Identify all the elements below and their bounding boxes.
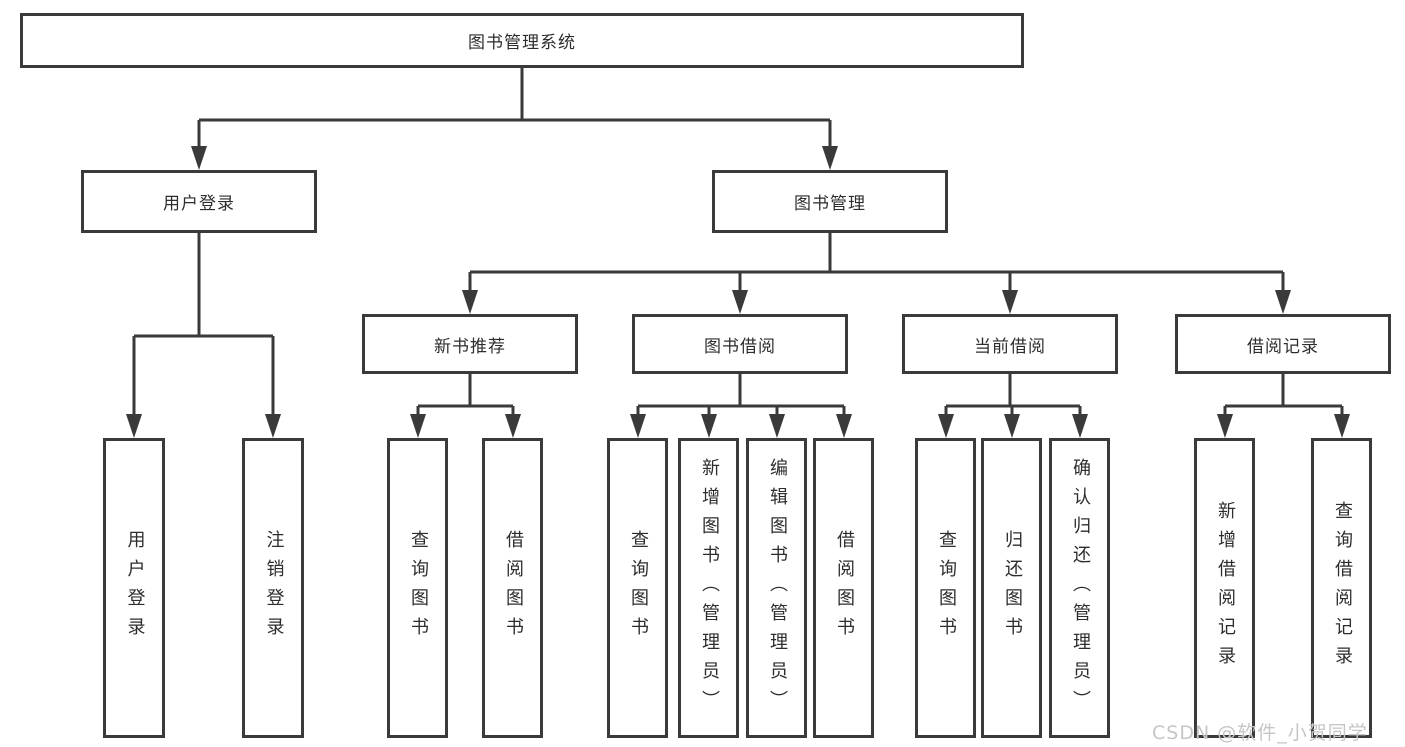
leaf-query-books-current: 查询图书 [915,438,976,738]
leaf-query-books-borrow: 查询图书 [607,438,668,738]
node-user-login: 用户登录 [81,170,317,233]
node-user-login-label: 用户登录 [163,194,235,214]
leaf-query-books-borrow-label: 查询图书 [627,530,649,646]
node-new-book-recommend: 新书推荐 [362,314,578,374]
leaf-borrow-books-label: 借阅图书 [833,530,855,646]
leaf-add-borrow-record-label: 新增借阅记录 [1214,501,1236,675]
connector-new-book-recommend [410,374,521,438]
connector-borrowing-records [1217,374,1350,438]
node-book-management-label: 图书管理 [794,194,866,214]
leaf-add-borrow-record: 新增借阅记录 [1194,438,1255,738]
leaf-query-books-recommend-label: 查询图书 [407,530,429,646]
connector-book-management [462,233,1291,314]
leaf-query-books-recommend: 查询图书 [387,438,448,738]
connector-user-login [126,233,281,438]
node-current-borrowing-label: 当前借阅 [974,336,1046,357]
connector-root [191,68,838,170]
csdn-watermark: CSDN @软件_小贺同学 [1152,722,1368,744]
leaf-borrow-books-recommend: 借阅图书 [482,438,543,738]
leaf-confirm-return-admin: 确认归还（管理员） [1049,438,1110,738]
node-book-management: 图书管理 [712,170,948,233]
leaf-return-books: 归还图书 [981,438,1042,738]
node-book-borrowing-label: 图书借阅 [704,336,776,357]
leaf-add-books-admin-label: 新增图书（管理员） [698,457,720,719]
leaf-user-login: 用户登录 [103,438,165,738]
leaf-edit-books-admin-label: 编辑图书（管理员） [766,457,788,719]
connector-current-borrowing [938,374,1088,438]
leaf-add-books-admin: 新增图书（管理员） [678,438,739,738]
leaf-logout: 注销登录 [242,438,304,738]
leaf-logout-label: 注销登录 [263,530,285,646]
leaf-edit-books-admin: 编辑图书（管理员） [746,438,807,738]
node-root-label: 图书管理系统 [468,33,576,53]
leaf-return-books-label: 归还图书 [1001,530,1023,646]
node-borrowing-records-label: 借阅记录 [1247,336,1319,357]
leaf-borrow-books-recommend-label: 借阅图书 [502,530,524,646]
leaf-query-books-current-label: 查询图书 [935,530,957,646]
leaf-confirm-return-admin-label: 确认归还（管理员） [1069,457,1091,719]
node-root: 图书管理系统 [20,13,1024,68]
node-book-borrowing: 图书借阅 [632,314,848,374]
leaf-user-login-label: 用户登录 [124,530,146,646]
leaf-query-borrow-record: 查询借阅记录 [1311,438,1372,738]
connector-book-borrowing [630,374,852,438]
leaf-borrow-books: 借阅图书 [813,438,874,738]
leaf-query-borrow-record-label: 查询借阅记录 [1331,501,1353,675]
node-borrowing-records: 借阅记录 [1175,314,1391,374]
node-new-book-recommend-label: 新书推荐 [434,336,506,357]
node-current-borrowing: 当前借阅 [902,314,1118,374]
